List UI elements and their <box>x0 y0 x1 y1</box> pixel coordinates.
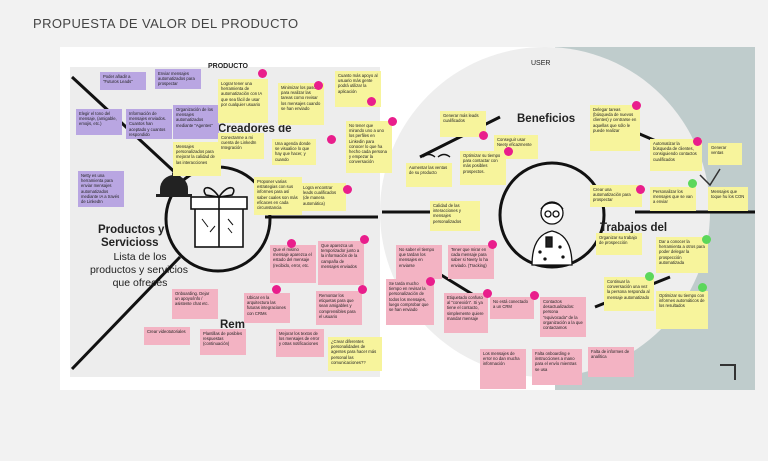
vote-dot[interactable] <box>702 235 711 244</box>
sticky-note[interactable]: Se tarda mucho tiempo en revisar la pers… <box>386 279 434 325</box>
sticky-note[interactable]: Contactos desactualizados: persona "equi… <box>540 297 586 337</box>
sticky-note[interactable]: Los mensajes de error no dan mucha infor… <box>480 349 526 389</box>
vote-dot[interactable] <box>343 185 352 194</box>
vote-dot[interactable] <box>426 277 435 286</box>
sticky-note[interactable]: Organización de los mensajes automatizad… <box>173 105 219 139</box>
section-user-label: USER <box>531 60 551 67</box>
vote-dot[interactable] <box>272 285 281 294</box>
vote-dot[interactable] <box>479 131 488 140</box>
person-with-phone-icon <box>531 201 573 266</box>
section-productos-label: Productos y <box>98 224 165 236</box>
sticky-note[interactable]: Mensajes personalizados para mejorar la … <box>173 142 221 176</box>
sticky-note[interactable]: Proponer varias estrategias con sus info… <box>254 177 302 215</box>
sticky-note[interactable]: Dar a conocer la herramienta a otros par… <box>656 237 708 273</box>
vote-dot[interactable] <box>367 97 376 106</box>
sticky-note[interactable]: Generar más leads cualificados <box>440 111 486 137</box>
sticky-note[interactable]: Falta onboarding e instrucciones a mano … <box>532 349 582 385</box>
sticky-note[interactable]: Crear una automatización para prospectar <box>590 185 642 207</box>
sticky-note[interactable]: No está conectado a un CRM <box>490 297 534 319</box>
sticky-note[interactable]: Generar ventas <box>708 143 742 165</box>
vote-dot[interactable] <box>688 179 697 188</box>
vote-dot[interactable] <box>258 69 267 78</box>
section-servicios-label: Servicioss <box>101 237 159 249</box>
sticky-note[interactable]: ¿Crear diferentes personalidades de agen… <box>328 337 382 371</box>
sticky-note[interactable]: Información de mensajes enviados. Cuanto… <box>126 109 172 139</box>
sticky-note[interactable]: Una agenda donde se visualice lo que hay… <box>272 139 316 165</box>
vote-dot[interactable] <box>530 291 539 300</box>
vote-dot[interactable] <box>388 117 397 126</box>
sticky-note[interactable]: Cuanto más apoyo al usuario más gente po… <box>335 71 381 107</box>
sticky-note[interactable]: Ubicar en la arquitectura las futuras in… <box>244 293 290 323</box>
sticky-note[interactable]: Tener que mirar en cada mensaje para sab… <box>448 245 494 279</box>
vote-dot[interactable] <box>358 285 367 294</box>
page-title: PROPUESTA DE VALOR DEL PRODUCTO <box>33 16 299 31</box>
vote-dot[interactable] <box>327 135 336 144</box>
section-producto-label: PRODUCTO <box>208 63 248 70</box>
sticky-note[interactable]: Optimizar su tiempo para contactar con m… <box>460 151 506 185</box>
sticky-note[interactable]: Conectarme a mi cuenta de LinkedIn Integ… <box>218 133 264 159</box>
sticky-note[interactable]: Personalizar los mensajes que se van a e… <box>650 187 696 211</box>
sticky-note[interactable]: Aumentar las ventas de su producto <box>406 163 452 187</box>
sticky-note[interactable]: Optimizar su tiempo con informes automát… <box>656 291 708 329</box>
section-remedios-label: Rem <box>220 319 245 331</box>
vote-dot[interactable] <box>636 185 645 194</box>
vote-dot[interactable] <box>314 81 323 90</box>
vote-dot[interactable] <box>360 235 369 244</box>
sticky-note[interactable]: Organizar su trabajo de prospección <box>596 233 642 255</box>
sticky-note[interactable]: Delegar tareas (búsqueda de nuevos clien… <box>590 105 640 151</box>
lista-line-1: Lista de los <box>113 251 167 263</box>
section-creadores-label: Creadores de <box>218 123 292 135</box>
sticky-note[interactable]: Mejorar los textos de los mensajes de er… <box>276 329 324 357</box>
sticky-note[interactable]: Calidad de las interacciones y mensajes … <box>430 201 480 231</box>
sticky-note[interactable]: Elegir el tono del mensaje, (amigable, e… <box>76 109 122 135</box>
gift-icon <box>190 186 248 248</box>
sticky-note[interactable]: Netty es una herramienta para enviar men… <box>78 171 124 207</box>
vote-dot[interactable] <box>632 101 641 110</box>
sticky-note[interactable]: Que aparezca un temporizador junto a la … <box>318 241 364 285</box>
lista-line-3: que ofreces <box>112 277 168 289</box>
vote-dot[interactable] <box>287 239 296 248</box>
section-trabajos-label: Trabajos del <box>600 222 668 234</box>
sticky-note[interactable]: Enviar mensajes automatizados para prosp… <box>155 69 201 89</box>
vote-dot[interactable] <box>488 240 497 249</box>
sticky-note[interactable]: Onboarding. Dejar un apoyo/info / asiste… <box>172 289 218 319</box>
sticky-note[interactable]: Etiquetado confuso al "conexión". Si ya … <box>444 293 488 333</box>
sticky-note[interactable]: No tener que mirando uno a uno los perfi… <box>346 121 392 173</box>
sticky-note[interactable]: Plantillas de posibles respuestas (conti… <box>200 329 246 355</box>
sticky-note[interactable]: Crear videotutoriales <box>144 327 190 345</box>
section-beneficios-label: Beneficios <box>517 113 576 125</box>
vote-dot[interactable] <box>504 147 513 156</box>
sticky-note[interactable]: Poder añadir a "Futuros Leads" <box>100 72 146 90</box>
vote-dot[interactable] <box>483 289 492 298</box>
vote-dot[interactable] <box>698 283 707 292</box>
sticky-note[interactable]: Continuar la conversación una vez la per… <box>604 277 654 311</box>
sticky-note[interactable]: No saber el tiempo que tardan los mensaj… <box>396 245 442 279</box>
sticky-note[interactable]: Minimizar los pasos para realizar las ta… <box>278 83 324 125</box>
sticky-note[interactable]: Logra encontrar leads cualificados (de m… <box>300 183 346 211</box>
canvas-board[interactable]: PRODUCTO USER Creadores de Productos y S… <box>60 47 755 390</box>
sticky-note[interactable]: Mensajes que toque hu los CON <box>708 187 748 211</box>
sticky-note[interactable]: Lograr tener una herramienta de automati… <box>218 79 268 123</box>
sticky-note[interactable]: Remontar los etiquetas para que sean ami… <box>316 291 362 325</box>
vote-dot[interactable] <box>645 272 654 281</box>
sticky-note[interactable]: Falta de informes de analítica <box>588 347 634 377</box>
lista-line-2: productos y servicios <box>89 264 189 276</box>
sticky-note[interactable]: Que el mismo mensaje aparezca el estado … <box>270 245 316 283</box>
vote-dot[interactable] <box>693 137 702 146</box>
